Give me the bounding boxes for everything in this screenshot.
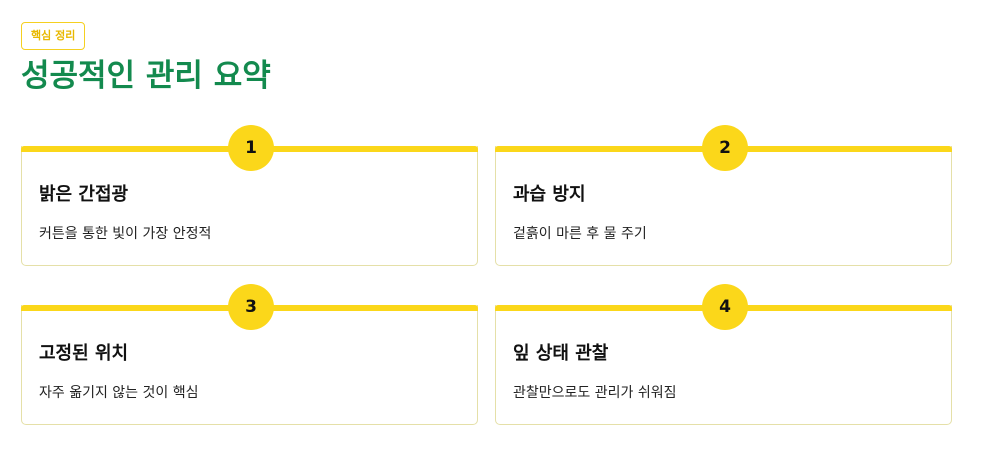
- card-number-badge: 4: [702, 284, 748, 330]
- summary-card-3: 3 고정된 위치 자주 옮기지 않는 것이 핵심: [21, 284, 478, 425]
- card-description: 겉흙이 마른 후 물 주기: [513, 226, 647, 242]
- card-title: 밝은 간접광: [39, 184, 129, 205]
- summary-card-4: 4 잎 상태 관찰 관찰만으로도 관리가 쉬워짐: [495, 284, 952, 425]
- summary-card-1: 1 밝은 간접광 커튼을 통한 빛이 가장 안정적: [21, 125, 478, 266]
- summary-card-2: 2 과습 방지 겉흙이 마른 후 물 주기: [495, 125, 952, 266]
- card-description: 관찰만으로도 관리가 쉬워짐: [513, 385, 677, 401]
- card-description: 커튼을 통한 빛이 가장 안정적: [39, 226, 212, 242]
- card-title: 잎 상태 관찰: [513, 343, 609, 364]
- card-number-badge: 2: [702, 125, 748, 171]
- card-title: 고정된 위치: [39, 343, 129, 364]
- card-number-badge: 3: [228, 284, 274, 330]
- card-number-badge: 1: [228, 125, 274, 171]
- card-title: 과습 방지: [513, 184, 586, 205]
- section-badge: 핵심 정리: [21, 22, 86, 50]
- card-description: 자주 옮기지 않는 것이 핵심: [39, 385, 199, 401]
- page-title: 성공적인 관리 요약: [21, 58, 271, 94]
